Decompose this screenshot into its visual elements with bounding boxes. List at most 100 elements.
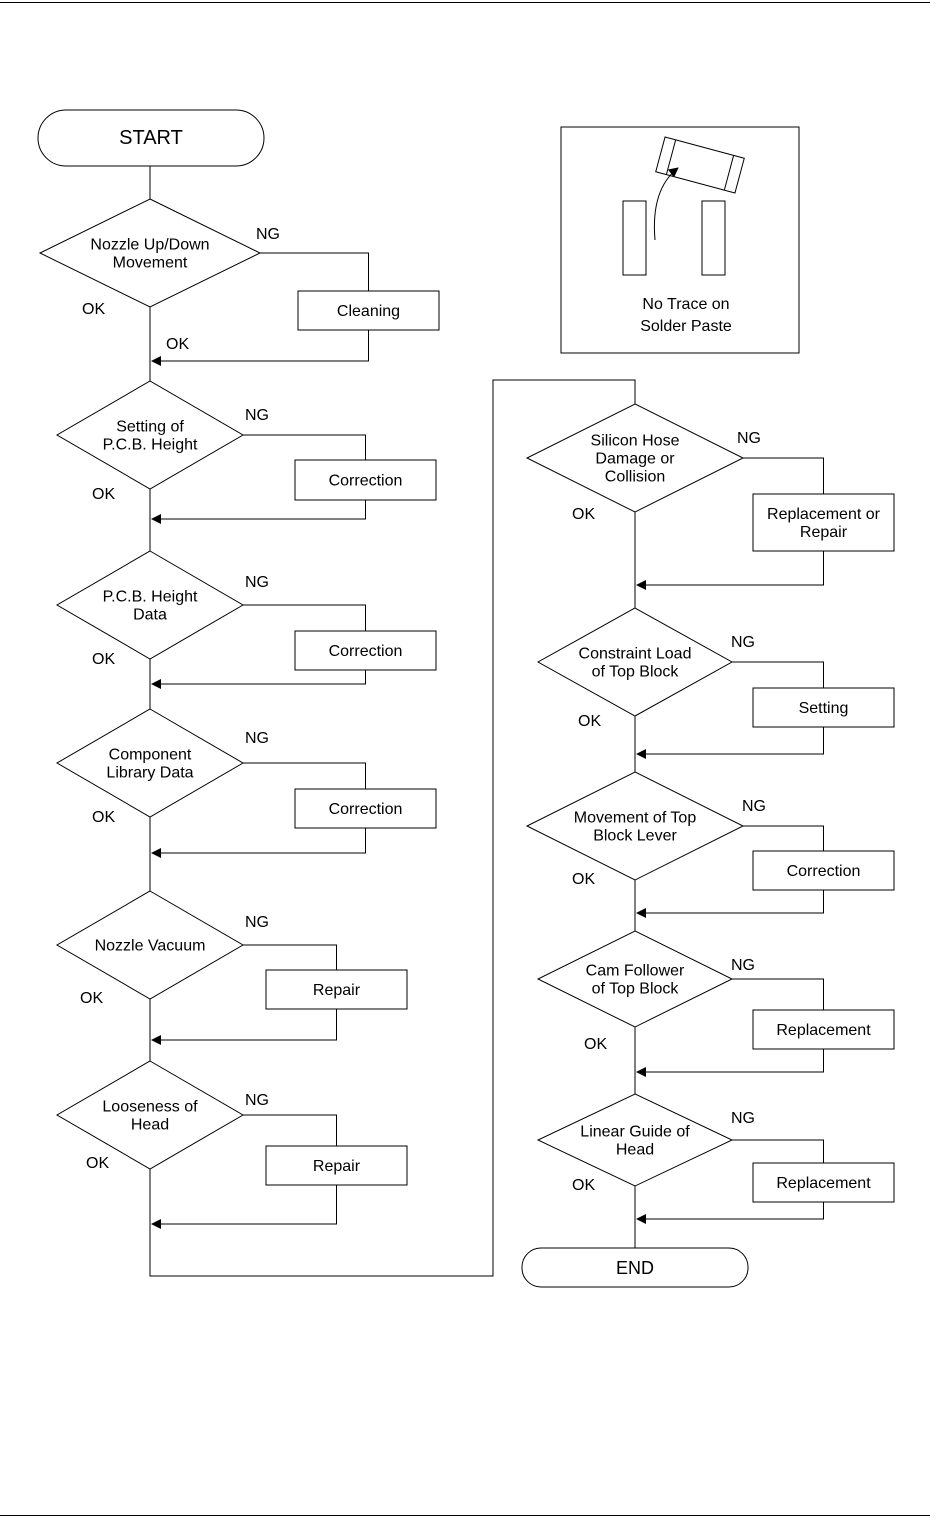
right-action-1 bbox=[752, 493, 895, 552]
left-return-arrow-3 bbox=[151, 670, 366, 689]
left-decision-3-text-line-2: Data bbox=[133, 607, 167, 624]
end-terminal bbox=[521, 1247, 749, 1288]
left-ng-label-5: NG bbox=[245, 914, 269, 931]
right-ng-label-3: NG bbox=[742, 798, 766, 815]
right-decision-4 bbox=[536, 930, 734, 1028]
left-ng-label-2: NG bbox=[245, 407, 269, 424]
left-action-5-text-line-1: Repair bbox=[313, 982, 361, 999]
right-decision-2-text-line-1: Constraint Load bbox=[579, 646, 692, 663]
right-action-3-text-line-1: Correction bbox=[787, 863, 861, 880]
right-return-arrow-1 bbox=[636, 551, 824, 590]
right-return-arrow-5 bbox=[636, 1202, 824, 1224]
left-decision-1 bbox=[38, 198, 262, 308]
right-action-4 bbox=[752, 1009, 895, 1050]
right-decision-2 bbox=[536, 607, 734, 717]
right-action-4-text-line-1: Replacement bbox=[776, 1022, 871, 1039]
bottom-rule bbox=[0, 1515, 930, 1516]
solder-pad-right bbox=[701, 200, 726, 276]
crossover-connector bbox=[149, 379, 636, 1277]
left-ng-path-6 bbox=[243, 1114, 337, 1146]
left-decision-3 bbox=[56, 550, 244, 660]
left-decision-6 bbox=[56, 1060, 244, 1170]
left-decision-2 bbox=[56, 380, 244, 490]
left-ng-label-3: NG bbox=[245, 574, 269, 591]
left-ng-label-6: NG bbox=[245, 1092, 269, 1109]
left-return-arrow-6 bbox=[151, 1185, 337, 1229]
left-ok-label-6: OK bbox=[86, 1155, 109, 1172]
right-decision-3-text-line-1: Movement of Top bbox=[574, 810, 697, 827]
left-return-arrow-1 bbox=[151, 330, 369, 366]
left-return-arrow-5 bbox=[151, 1009, 337, 1045]
right-action-1-text-line-1: Replacement or bbox=[767, 506, 881, 523]
left-decision-4 bbox=[56, 708, 244, 818]
right-return-arrow-3 bbox=[636, 890, 824, 918]
left-decision-1-text-line-2: Movement bbox=[113, 255, 188, 272]
left-ng-path-3 bbox=[243, 604, 366, 631]
right-ng-label-4: NG bbox=[731, 957, 755, 974]
right-ok-label-1: OK bbox=[572, 506, 595, 523]
right-decision-2-text-line-2: of Top Block bbox=[592, 664, 680, 681]
right-ok-label-3: OK bbox=[572, 871, 595, 888]
right-decision-1-text-line-1: Silicon Hose bbox=[591, 433, 680, 450]
left-ng-path-1 bbox=[260, 252, 369, 291]
left-ng-label-1: NG bbox=[256, 226, 280, 243]
left-decision-5 bbox=[56, 890, 244, 1000]
right-ng-label-1: NG bbox=[737, 430, 761, 447]
right-decision-4-text-line-1: Cam Follower bbox=[586, 963, 685, 980]
left-action-6 bbox=[265, 1145, 408, 1186]
left-action-4 bbox=[294, 788, 437, 829]
left-ng-path-2 bbox=[243, 434, 366, 460]
left-decision-3-text-line-1: P.C.B. Height bbox=[103, 589, 198, 606]
right-ng-path-4 bbox=[732, 978, 824, 1010]
left-action-5 bbox=[265, 969, 408, 1010]
start-label: START bbox=[119, 127, 183, 149]
left-decision-4-text-line-1: Component bbox=[109, 747, 192, 764]
left-action-6-text-line-1: Repair bbox=[313, 1158, 361, 1175]
right-ng-label-5: NG bbox=[731, 1110, 755, 1127]
right-ng-path-3 bbox=[743, 825, 824, 851]
right-decision-1-text-line-3: Collision bbox=[605, 469, 665, 486]
right-return-arrow-2 bbox=[636, 727, 824, 759]
start-terminal bbox=[37, 109, 265, 167]
top-rule bbox=[0, 2, 930, 3]
right-ok-label-4: OK bbox=[584, 1036, 607, 1053]
left-ok-label-5: OK bbox=[80, 990, 103, 1007]
right-action-3 bbox=[752, 850, 895, 891]
right-decision-1 bbox=[525, 403, 745, 513]
right-return-arrow-4 bbox=[636, 1049, 824, 1077]
right-action-2-text-line-1: Setting bbox=[799, 700, 849, 717]
right-decision-5 bbox=[536, 1093, 734, 1187]
left-ok-label-4: OK bbox=[92, 809, 115, 826]
right-ng-path-5 bbox=[732, 1139, 824, 1163]
solder-pad-left bbox=[622, 200, 647, 276]
inset-caption-line-1: No Trace on bbox=[642, 296, 729, 313]
pickup-arrow bbox=[653, 167, 679, 241]
right-ng-path-2 bbox=[732, 661, 824, 688]
right-ng-path-1 bbox=[743, 457, 824, 494]
left-ng-path-5 bbox=[243, 944, 337, 970]
right-ng-label-2: NG bbox=[731, 634, 755, 651]
end-label: END bbox=[616, 1258, 654, 1278]
left-return-arrow-4 bbox=[151, 828, 366, 858]
left-merge-ok-label-1: OK bbox=[166, 336, 189, 353]
left-ok-label-3: OK bbox=[92, 651, 115, 668]
right-ok-label-2: OK bbox=[578, 713, 601, 730]
right-decision-5-text-line-1: Linear Guide of bbox=[580, 1124, 690, 1141]
left-action-2 bbox=[294, 459, 437, 501]
left-action-2-text-line-1: Correction bbox=[329, 473, 403, 490]
left-action-3-text-line-1: Correction bbox=[329, 643, 403, 660]
left-action-4-text-line-1: Correction bbox=[329, 801, 403, 818]
inset-caption-line-2: Solder Paste bbox=[640, 318, 732, 335]
right-action-1-text-line-2: Repair bbox=[800, 524, 848, 541]
left-action-3 bbox=[294, 630, 437, 671]
left-decision-6-text-line-2: Head bbox=[131, 1117, 169, 1134]
left-ok-label-1: OK bbox=[82, 301, 105, 318]
left-ng-path-4 bbox=[243, 762, 366, 789]
left-decision-2-text-line-2: P.C.B. Height bbox=[103, 437, 198, 454]
right-ok-label-5: OK bbox=[572, 1177, 595, 1194]
inset-illustration: No Trace on Solder Paste bbox=[560, 126, 800, 354]
right-action-2 bbox=[752, 687, 895, 728]
left-decision-4-text-line-2: Library Data bbox=[106, 765, 193, 782]
left-action-1 bbox=[297, 290, 440, 331]
